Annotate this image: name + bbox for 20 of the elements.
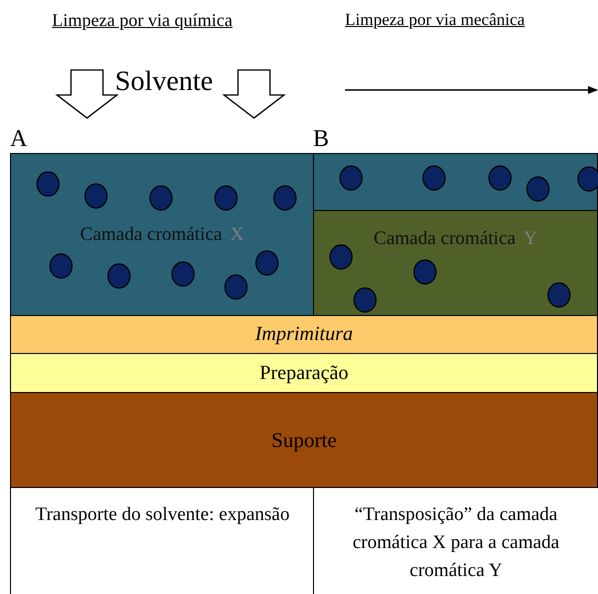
- layer-name: Camada cromática: [80, 224, 222, 246]
- layer-name: Preparação: [260, 362, 348, 384]
- support-layer: [10, 392, 598, 488]
- preparation-layer: [10, 353, 598, 393]
- layer-name: Imprimitura: [255, 323, 353, 346]
- paint-layer: [313, 153, 598, 211]
- paint-layer: [313, 210, 598, 316]
- paint-layer: [10, 153, 314, 316]
- ground-layer: [10, 315, 598, 354]
- layer-name: Suporte: [271, 428, 337, 452]
- description-text: “Transposição” da camada cromática X para a camada cromática Y: [352, 503, 560, 583]
- solvent-label: Solvente: [115, 66, 213, 98]
- layer-letter: Y: [524, 228, 538, 250]
- heading: Limpeza por via mecânica: [345, 10, 525, 30]
- section-letter: A: [10, 126, 28, 153]
- layer-letter: X: [230, 224, 244, 246]
- layer-name: Camada cromática: [374, 228, 516, 250]
- description-text: Transporte do solvente: expansão: [34, 503, 291, 527]
- section-letter: B: [313, 126, 330, 153]
- heading: Limpeza por via química: [52, 10, 232, 31]
